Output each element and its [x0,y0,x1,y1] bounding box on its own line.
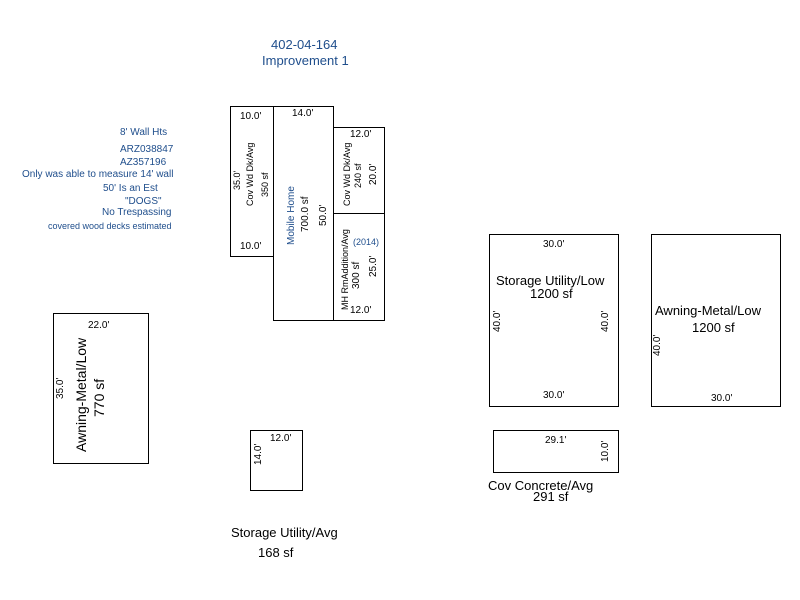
room-addition-area: 300 sf [351,261,362,289]
awning-right-area: 1200 sf [692,320,735,335]
note-measure: Only was able to measure 14' wall [22,169,174,180]
improvement-title: Improvement 1 [262,53,349,68]
note-dogs: "DOGS" [125,196,162,207]
awning-left-area: 770 sf [91,378,107,417]
mobile-home-top-dim: 14.0' [292,108,314,119]
room-addition-side-dim: 25.0' [368,255,379,277]
note-no-trespassing: No Trespassing [102,207,172,218]
awning-right-bottom-dim: 30.0' [711,393,733,404]
awning-left-top-dim: 22.0' [88,320,110,331]
cov-concrete-side-dim: 10.0' [600,440,611,462]
mobile-home-side-dim: 50.0' [318,204,329,226]
storage-large-label: Storage Utility/Low [496,273,605,288]
deck-left-label: Cov Wd Dk/Avg [245,142,255,206]
mobile-home-outline [273,106,334,321]
storage-small-side-dim: 14.0' [253,443,264,465]
deck-left-outline [230,106,274,257]
storage-small-top-dim: 12.0' [270,433,292,444]
note-estimate: 50' Is an Est [103,183,158,194]
storage-large-right-dim: 40.0' [600,310,611,332]
deck-right-side-dim: 20.0' [368,163,379,185]
awning-left-label: Awning-Metal/Low [73,337,89,452]
storage-small-outline [250,430,303,491]
cov-concrete-label: Cov Concrete/Avg [488,478,594,493]
room-addition-year: (2014) [353,237,380,247]
storage-small-area: 168 sf [258,545,294,560]
mobile-home-label: Mobile Home [286,186,297,245]
room-addition-outline [333,213,385,321]
storage-small-label: Storage Utility/Avg [231,525,338,540]
awning-left-side-dim: 35.0' [55,377,66,399]
deck-left-area: 350 sf [260,172,270,197]
awning-right-side-dim: 40.0' [652,334,663,356]
note-wall-heights: 8' Wall Hts [120,127,168,138]
storage-large-left-dim: 40.0' [492,310,503,332]
cov-concrete-area: 291 sf [533,489,569,504]
room-addition-bottom-dim: 12.0' [350,305,372,316]
deck-right-area: 240 sf [353,163,363,188]
mobile-home-area: 700.0 sf [300,196,311,232]
parcel-number: 402-04-164 [271,37,338,52]
cov-concrete-outline [493,430,619,473]
storage-large-area: 1200 sf [530,286,573,301]
deck-left-side-dim: 35.0' [232,170,242,190]
deck-left-bottom-dim: 10.0' [240,241,262,252]
cov-concrete-top-dim: 29.1' [545,435,567,446]
note-decks-estimated: covered wood decks estimated [48,221,172,231]
room-addition-label: MH RmAddition/Avg [340,229,350,310]
awning-right-outline [651,234,781,407]
storage-large-top-dim: 30.0' [543,239,565,250]
deck-right-top-dim: 12.0' [350,129,372,140]
note-permit-1: ARZ038847 [120,144,174,155]
awning-left-outline [53,313,149,464]
storage-large-bottom-dim: 30.0' [543,390,565,401]
deck-right-label: Cov Wd Dk/Avg [342,142,352,206]
note-permit-2: AZ357196 [120,157,167,168]
awning-right-label: Awning-Metal/Low [655,303,761,318]
deck-left-top-dim: 10.0' [240,111,262,122]
storage-large-outline [489,234,619,407]
